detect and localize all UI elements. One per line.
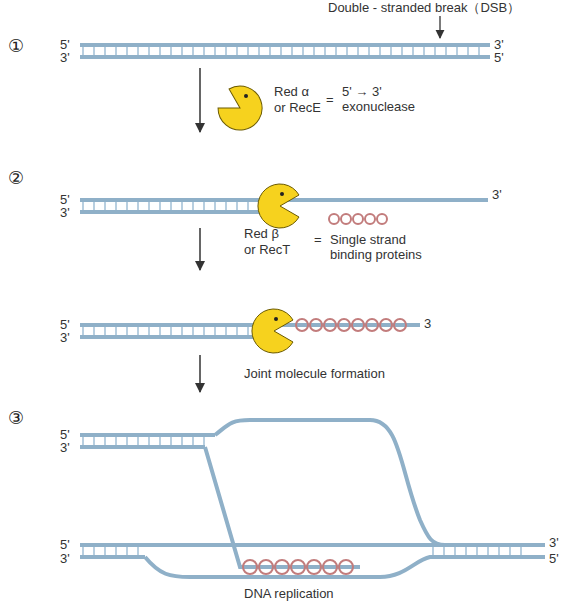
dna-strand	[80, 335, 265, 339]
strand-end: 3'	[60, 330, 70, 345]
ssb-proteins	[243, 560, 353, 574]
dna-strand	[80, 433, 215, 437]
invading-strand	[205, 447, 360, 567]
equals-sign: =	[314, 232, 322, 247]
strand-end: 5'	[60, 192, 70, 207]
enzyme-name: Red β	[244, 226, 279, 241]
break-pointer	[439, 16, 440, 38]
step-arrow	[199, 228, 201, 270]
enzyme-name: or RecE	[274, 100, 321, 115]
enzyme-name: Red α	[274, 84, 309, 99]
strand-end: 3'	[60, 440, 70, 455]
strand-end: 3	[424, 316, 431, 331]
strand-end: 5'	[60, 427, 70, 442]
displaced-strand	[215, 420, 445, 545]
strand-end: 3'	[60, 50, 70, 65]
step-label: DNA replication	[244, 586, 334, 601]
step-number: ①	[8, 36, 24, 56]
dna-strand	[80, 555, 145, 559]
enzyme-function: Single strand binding proteins	[330, 232, 442, 262]
enzyme-function: 5' → 3' exonuclease	[342, 84, 424, 114]
strand-end: 5'	[494, 50, 504, 65]
equals-sign: =	[326, 92, 334, 107]
ssb-proteins	[329, 214, 387, 224]
strand-end: 5'	[60, 317, 70, 332]
exonuclease-eye	[244, 94, 248, 98]
dna-strand	[80, 543, 545, 547]
step-number: ③	[8, 408, 24, 428]
dna-strand	[80, 445, 205, 449]
exonuclease-icon	[258, 184, 299, 228]
dna-strand	[80, 323, 420, 327]
strand-end: 5'	[60, 537, 70, 552]
step-number: ②	[8, 168, 24, 188]
strand-end: 3'	[549, 535, 559, 550]
exonuclease-icon	[213, 79, 271, 138]
dna-strand	[80, 55, 490, 59]
step-arrow	[199, 68, 201, 132]
strand-end: 5'	[549, 551, 559, 566]
strand-end: 5'	[60, 37, 70, 52]
break-label: Double - stranded break（DSB）	[328, 0, 520, 15]
dna-strand	[80, 210, 270, 214]
dna-strand	[145, 557, 545, 577]
dna-strand	[80, 43, 490, 47]
strand-end: 3'	[492, 187, 502, 202]
strand-end: 3'	[60, 551, 70, 566]
exonuclease-icon	[252, 309, 293, 353]
strand-end: 3'	[60, 205, 70, 220]
ssb-proteins	[296, 319, 406, 331]
strand-end: 3'	[494, 37, 504, 52]
enzyme-name: or RecT	[244, 242, 290, 257]
step-arrow	[199, 355, 201, 392]
step-label: Joint molecule formation	[244, 366, 385, 381]
